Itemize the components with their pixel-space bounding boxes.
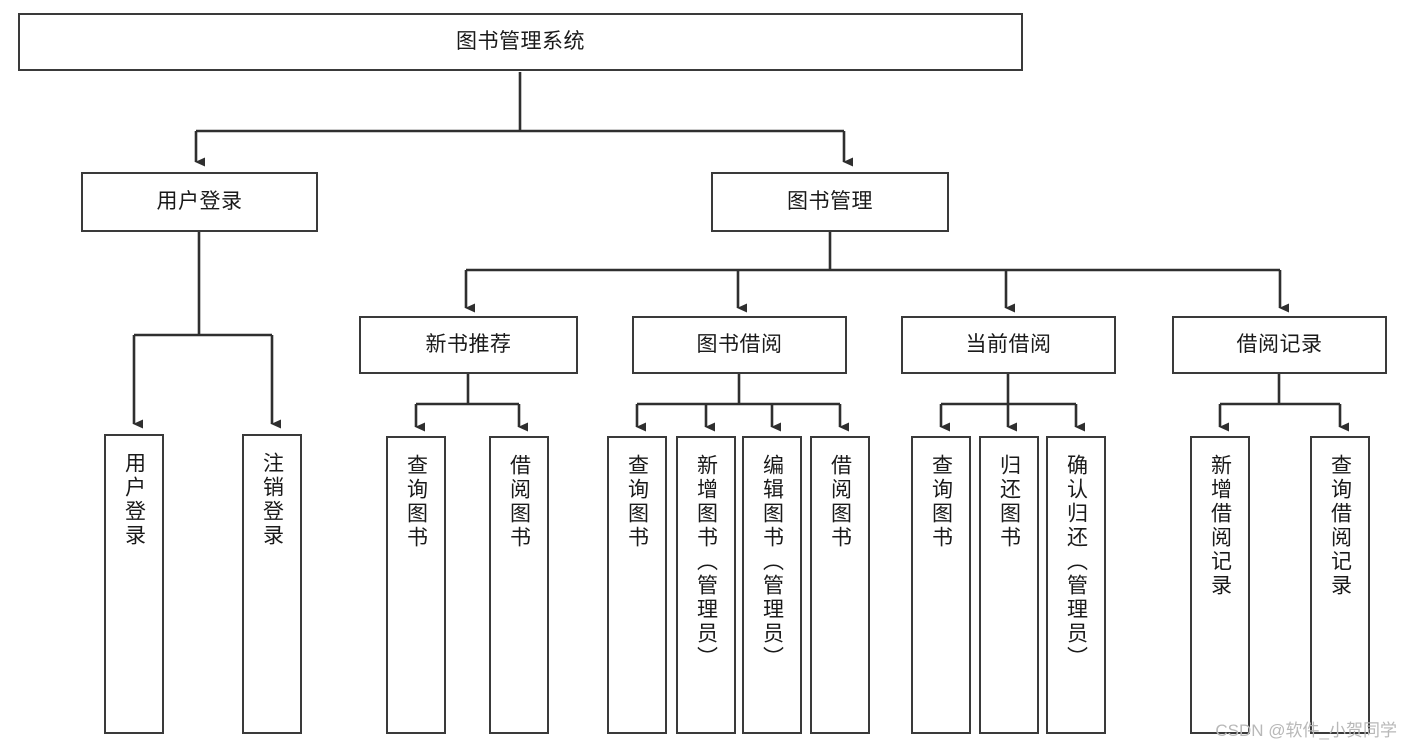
node-leaf-user-login-signout[interactable]: 注销登录 <box>242 434 302 734</box>
node-label: 注销登录 <box>260 452 284 548</box>
node-label: 当前借阅 <box>965 332 1052 356</box>
node-leaf-bookborrow-query[interactable]: 查询图书 <box>607 436 667 734</box>
node-leaf-currentborrow-return[interactable]: 归还图书 <box>979 436 1039 734</box>
node-label: 查询图书 <box>929 454 953 550</box>
node-label: 查询借阅记录 <box>1328 454 1352 598</box>
node-label: 借阅记录 <box>1236 332 1323 356</box>
node-book-management[interactable]: 图书管理 <box>711 172 949 232</box>
node-label: 编辑图书（管理员） <box>760 454 784 670</box>
node-label: 图书管理 <box>787 189 873 213</box>
node-leaf-newbook-query[interactable]: 查询图书 <box>386 436 446 734</box>
watermark: CSDN @软件_小贺同学 <box>1215 721 1397 740</box>
node-label: 借阅图书 <box>828 454 852 550</box>
node-label: 新书推荐 <box>425 332 512 356</box>
node-leaf-borrowrecord-add[interactable]: 新增借阅记录 <box>1190 436 1250 734</box>
node-leaf-user-login-signin[interactable]: 用户登录 <box>104 434 164 734</box>
node-leaf-newbook-borrow[interactable]: 借阅图书 <box>489 436 549 734</box>
node-leaf-borrowrecord-query[interactable]: 查询借阅记录 <box>1310 436 1370 734</box>
node-label: 用户登录 <box>156 189 243 213</box>
node-root-book-management-system[interactable]: 图书管理系统 <box>18 13 1023 71</box>
node-leaf-currentborrow-query[interactable]: 查询图书 <box>911 436 971 734</box>
node-leaf-currentborrow-confirm-return[interactable]: 确认归还（管理员） <box>1046 436 1106 734</box>
node-borrow-record[interactable]: 借阅记录 <box>1172 316 1387 374</box>
node-label: 查询图书 <box>404 454 428 550</box>
node-label: 图书借阅 <box>696 332 783 356</box>
node-label: 借阅图书 <box>507 454 531 550</box>
node-leaf-bookborrow-borrow[interactable]: 借阅图书 <box>810 436 870 734</box>
node-user-login[interactable]: 用户登录 <box>81 172 318 232</box>
node-current-borrow[interactable]: 当前借阅 <box>901 316 1116 374</box>
node-label: 新增图书（管理员） <box>694 454 718 670</box>
node-label: 图书管理系统 <box>456 29 585 53</box>
node-label: 新增借阅记录 <box>1208 454 1232 598</box>
node-label: 用户登录 <box>122 452 146 548</box>
node-new-book-recommend[interactable]: 新书推荐 <box>359 316 578 374</box>
node-label: 归还图书 <box>997 454 1021 550</box>
node-label: 确认归还（管理员） <box>1064 454 1088 670</box>
node-leaf-bookborrow-add[interactable]: 新增图书（管理员） <box>676 436 736 734</box>
node-label: 查询图书 <box>625 454 649 550</box>
node-book-borrow[interactable]: 图书借阅 <box>632 316 847 374</box>
node-leaf-bookborrow-edit[interactable]: 编辑图书（管理员） <box>742 436 802 734</box>
